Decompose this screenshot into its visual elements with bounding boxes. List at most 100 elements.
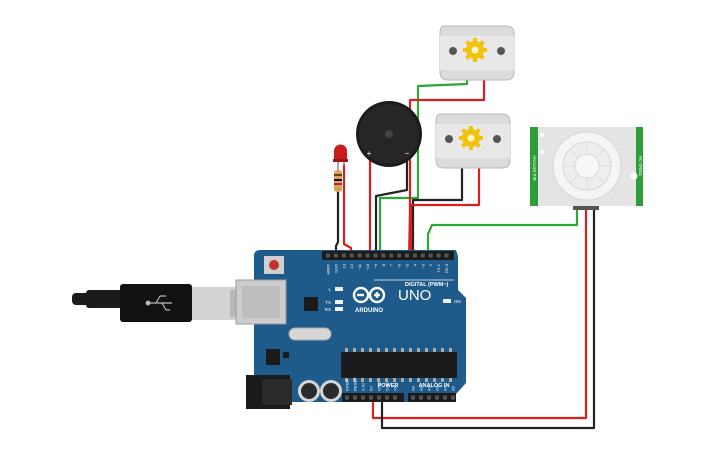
digital-pin-hole[interactable] xyxy=(428,253,433,258)
motor-screw-right xyxy=(497,47,505,55)
mcu-pin xyxy=(441,378,444,382)
analog-pin-hole[interactable] xyxy=(411,395,415,400)
mcu-pin xyxy=(433,348,436,352)
digital-pin-hole[interactable] xyxy=(444,253,449,258)
power-pin-hole[interactable] xyxy=(369,395,373,400)
power-pin-hole[interactable] xyxy=(353,395,357,400)
pir-motion-sensor[interactable]: ANALOG PIR HC-SR501 xyxy=(530,127,643,210)
digital-pin-hole[interactable] xyxy=(333,253,338,258)
usb-cable xyxy=(72,284,236,322)
digital-pin-label: 13 xyxy=(341,263,346,268)
power-pin-label: 3.3V xyxy=(361,382,366,391)
digital-pin-hole[interactable] xyxy=(381,253,386,258)
led-rx-label: RX xyxy=(325,307,331,312)
mcu-pin xyxy=(401,378,404,382)
analog-pin-hole[interactable] xyxy=(443,395,447,400)
led-rx xyxy=(335,307,343,311)
power-pin-hole[interactable] xyxy=(393,395,397,400)
arduino-model-label: UNO xyxy=(398,287,431,304)
analog-pin-hole[interactable] xyxy=(427,395,431,400)
digital-pin-hole[interactable] xyxy=(397,253,402,258)
power-pin-hole[interactable] xyxy=(377,395,381,400)
led-on xyxy=(443,299,451,303)
motor-screw-left xyxy=(449,47,457,55)
led-tx-label: TX xyxy=(325,300,331,305)
mcu-pin xyxy=(401,348,404,352)
power-pin-hole[interactable] xyxy=(361,395,365,400)
mcu-pin xyxy=(441,348,444,352)
digital-pin-hole[interactable] xyxy=(412,253,417,258)
digital-pin-label: TX 1 xyxy=(436,263,441,272)
power-pin-label: Vin xyxy=(393,385,398,391)
analog-pin-hole[interactable] xyxy=(435,395,439,400)
power-header-label: POWER xyxy=(378,383,399,389)
led-tx xyxy=(335,300,343,304)
digital-pin-hole[interactable] xyxy=(373,253,378,258)
digital-pin-hole[interactable] xyxy=(436,253,441,258)
digital-pin-label: 12 xyxy=(349,263,354,268)
mcu-pin xyxy=(425,348,428,352)
power-pin-label: GND xyxy=(377,382,382,391)
pir-trim-dot xyxy=(540,133,544,137)
digital-pin-label: ~3 xyxy=(420,263,425,268)
digital-pin-hole[interactable] xyxy=(420,253,425,258)
digital-header xyxy=(322,251,454,260)
crystal xyxy=(288,327,332,341)
piezo-buzzer[interactable]: + − xyxy=(356,101,422,167)
mcu-pin xyxy=(417,378,420,382)
analog-pin-label: A5 xyxy=(451,385,456,391)
power-pin-label: IOREF xyxy=(345,378,350,391)
digital-pin-hole[interactable] xyxy=(349,253,354,258)
dc-motor-top[interactable] xyxy=(439,25,515,81)
motor-gear-icon xyxy=(459,126,483,150)
digital-pin-hole[interactable] xyxy=(341,253,346,258)
digital-pin-label: ~5 xyxy=(405,263,410,268)
mcu-pin xyxy=(425,378,428,382)
mcu-pin xyxy=(353,348,356,352)
wire-motor2-black xyxy=(411,168,464,260)
pir-side-label-left: ANALOG PIR xyxy=(532,155,537,181)
digital-pin-hole[interactable] xyxy=(389,253,394,258)
digital-pin-label: AREF xyxy=(326,263,331,274)
red-led[interactable] xyxy=(333,144,348,171)
pir-mount-hole xyxy=(630,172,638,180)
mcu-pin xyxy=(393,348,396,352)
wire-buzzer-black xyxy=(374,160,409,260)
analog-pin-hole[interactable] xyxy=(419,395,423,400)
wire-led-red xyxy=(342,164,353,260)
digital-pin-hole[interactable] xyxy=(326,253,330,258)
digital-pin-hole[interactable] xyxy=(405,253,409,258)
mcu-pin xyxy=(345,348,348,352)
analog-pin-label: A0 xyxy=(411,385,416,391)
mcu-pin xyxy=(369,348,372,352)
pir-trim-dot xyxy=(540,150,544,154)
resistor[interactable] xyxy=(334,170,342,192)
mcu-pin xyxy=(393,378,396,382)
power-pin-hole[interactable] xyxy=(345,395,349,400)
digital-pin-hole[interactable] xyxy=(357,253,362,258)
arduino-infinity-logo xyxy=(352,286,386,304)
arduino-brand-label: ARDUINO xyxy=(355,308,383,314)
digital-pin-hole[interactable] xyxy=(365,253,370,258)
wire-motor2-red xyxy=(409,168,481,260)
wire-resistor-black xyxy=(334,192,340,260)
motor-screw-right xyxy=(493,135,501,143)
led-on-label: ON xyxy=(454,299,461,304)
led-l xyxy=(335,287,343,291)
mcu-pin xyxy=(409,378,412,382)
mcu-pin xyxy=(385,378,388,382)
power-pin-label: 5V xyxy=(369,386,374,391)
power-pin-hole[interactable] xyxy=(385,395,389,400)
pir-side-label-right: HC-SR501 xyxy=(638,156,643,177)
dc-motor-bottom[interactable] xyxy=(435,113,511,169)
analog-pin-hole[interactable] xyxy=(451,395,455,400)
digital-pin-label: 4 xyxy=(412,263,417,266)
digital-pin-holes xyxy=(326,253,449,258)
mcu-pin xyxy=(377,378,380,382)
mcu-pin xyxy=(385,348,388,352)
analog-header-label: ANALOG IN xyxy=(419,383,450,389)
mcu-pin xyxy=(417,348,420,352)
